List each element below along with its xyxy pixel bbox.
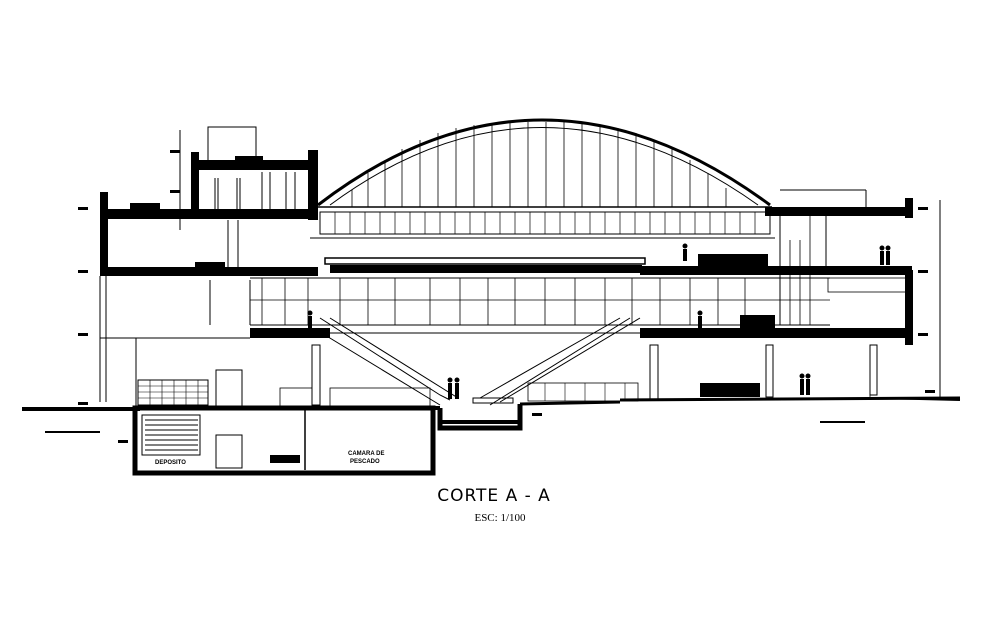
- right-building: [640, 189, 941, 398]
- cold-room-label-1: CAMARA DE: [348, 451, 384, 457]
- level-markers: [45, 150, 935, 443]
- left-building: [99, 126, 318, 407]
- human-figures: [307, 243, 891, 399]
- drawing-title: CORTE A - A: [437, 486, 551, 506]
- central-hall: [250, 257, 910, 407]
- escalators: [319, 317, 641, 406]
- deposit-label: DEPOSITO: [155, 460, 186, 466]
- cold-room-label-2: PESCADO: [350, 459, 380, 465]
- drawing-scale: ESC: 1/100: [474, 512, 526, 524]
- arch-roof: [310, 118, 775, 239]
- escalator-pit: [437, 404, 523, 431]
- basement: DEPOSITO CAMARA DE PESCADO: [132, 405, 436, 476]
